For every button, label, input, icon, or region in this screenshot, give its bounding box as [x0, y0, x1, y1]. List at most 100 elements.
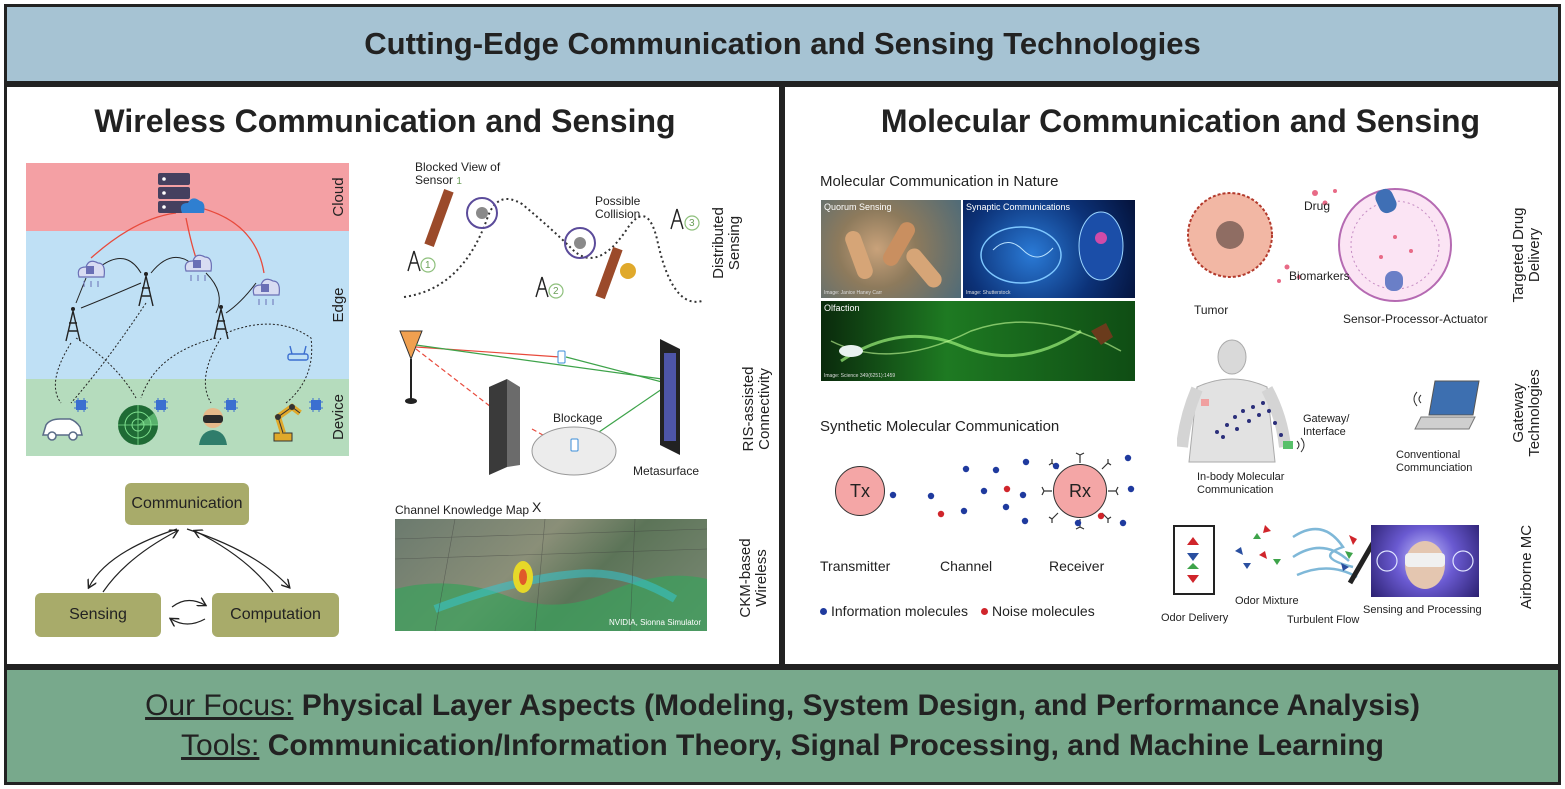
- cell-tower-icon: [65, 307, 81, 342]
- gateway-label: Gateway/ Interface: [1303, 413, 1350, 438]
- odor-mixture-label: Odor Mixture: [1235, 595, 1299, 607]
- odor-delivery-label: Odor Delivery: [1161, 612, 1229, 624]
- noise-molecules-legend: Noise molecules: [981, 603, 1095, 619]
- cell-tower-icon: [138, 272, 154, 307]
- chip-icon: [309, 398, 323, 412]
- channel-label: Channel: [940, 558, 993, 574]
- info-molecules-label: Information molecules: [831, 603, 968, 619]
- ckm-wireless-label: CKM-based Wireless: [737, 538, 770, 618]
- ris-drawing: [399, 330, 680, 476]
- edge-cloud-icon: [184, 254, 212, 281]
- drug-label: Drug: [1304, 199, 1331, 213]
- ckm-credit: NVIDIA, Sionna Simulator: [608, 618, 701, 627]
- server-icon: [158, 173, 205, 213]
- chip-icon: [154, 398, 168, 412]
- header-banner: Cutting-Edge Communication and Sensing T…: [4, 4, 1561, 84]
- vr-user-icon: [199, 408, 227, 445]
- edge-layer-label: Edge: [330, 287, 347, 323]
- laptop-icon: [1413, 380, 1480, 430]
- channel-knowledge-map-image: NVIDIA, Sionna Simulator: [395, 519, 707, 631]
- blockage-label: Blockage: [553, 411, 603, 425]
- edge-cloud-icon: [252, 278, 280, 305]
- distributed-sensing-label: Distributed Sensing: [710, 207, 743, 279]
- trajectory-path: [403, 189, 703, 303]
- synaptic-credit: Image: Shutterstock: [966, 290, 1011, 296]
- biomarkers-label: Biomarkers: [1289, 269, 1350, 283]
- synthetic-heading: Synthetic Molecular Communication: [820, 418, 1060, 435]
- distributed-sensing-diagram: 1 2 3: [392, 159, 722, 309]
- chip-icon: [224, 398, 238, 412]
- chip-icon: [74, 398, 88, 412]
- cloud-edge-device-diagram: Cloud Edge Device: [26, 163, 349, 456]
- synaptic-caption: Synaptic Communications: [966, 202, 1071, 212]
- router-icon: [287, 345, 309, 361]
- noise-dot: [981, 607, 988, 615]
- tools-line: Tools: Communication/Information Theory,…: [181, 729, 1384, 763]
- receiver-label: Receiver: [1049, 558, 1105, 574]
- ris-connectivity-label: RIS-assisted Connectivity: [740, 366, 773, 452]
- blockage-x-mark: X: [532, 499, 542, 515]
- focus-line: Our Focus: Physical Layer Aspects (Model…: [145, 689, 1420, 723]
- wireless-panel: Wireless Communication and Sensing: [4, 84, 782, 667]
- quorum-sensing-caption: Quorum Sensing: [824, 202, 892, 212]
- inbody-label: In-body Molecular Communication: [1197, 471, 1285, 496]
- metasurface-label: Metasurface: [633, 464, 700, 478]
- edge-cloud-icon: [77, 260, 105, 287]
- tower-1-number: 1: [425, 260, 431, 271]
- header-title: Cutting-Edge Communication and Sensing T…: [364, 26, 1201, 61]
- molecules-scatter: [889, 454, 1135, 527]
- blocked-view-number: 1: [456, 176, 462, 187]
- info-molecules-legend: Information molecules: [820, 603, 968, 619]
- cell-tower-icon: [213, 305, 229, 340]
- tower-2-number: 2: [553, 286, 559, 297]
- triangle-arrows: [7, 528, 347, 637]
- robot-arm-icon: [273, 403, 302, 442]
- tx-node: Tx: [835, 466, 885, 516]
- tower-3-number: 3: [689, 218, 695, 229]
- sensing-processing-label: Sensing and Processing: [1363, 604, 1482, 616]
- sensing-box: Sensing: [35, 593, 161, 637]
- tools-label: Tools:: [181, 729, 260, 762]
- vr-sensing-image: [1371, 525, 1479, 597]
- gateway-technologies-label: Gateway Technologies: [1510, 369, 1543, 457]
- car-icon: [41, 418, 83, 441]
- ris-diagram: X: [392, 327, 722, 514]
- info-dot: [820, 607, 827, 615]
- tools-text: Communication/Information Theory, Signal…: [259, 729, 1384, 762]
- focus-text: Physical Layer Aspects (Modeling, System…: [293, 689, 1420, 722]
- rx-node: Rx: [1053, 464, 1107, 518]
- device-layer-label: Device: [330, 394, 347, 440]
- blocked-view-label: Blocked View of Sensor 1: [415, 161, 515, 188]
- spa-label: Sensor-Processor-Actuator: [1343, 312, 1488, 326]
- olfaction-image: Olfaction Image: Science 349(6251):1459: [821, 301, 1135, 381]
- olfaction-credit: Image: Science 349(6251):1459: [824, 373, 896, 379]
- drug-delivery-drawing: [1187, 188, 1452, 302]
- possible-collision-label: Possible Collision: [595, 194, 641, 221]
- cloud-layer-label: Cloud: [330, 177, 347, 217]
- conventional-label: Conventional Communciation: [1396, 449, 1473, 474]
- quorum-credit: Image: Janice Haney Carr: [824, 290, 883, 296]
- nature-heading: Molecular Communication in Nature: [820, 173, 1059, 190]
- computation-box: Computation: [212, 593, 339, 637]
- footer-banner: Our Focus: Physical Layer Aspects (Model…: [4, 667, 1561, 785]
- radar-icon: [118, 405, 158, 445]
- synaptic-image: Synaptic Communications Image: Shutterst…: [963, 200, 1135, 298]
- turbulent-flow-label: Turbulent Flow: [1287, 614, 1360, 626]
- focus-label: Our Focus:: [145, 689, 294, 722]
- drug-delivery-label: Targeted Drug Delivery: [1510, 207, 1543, 303]
- human-body-drawing: [1177, 339, 1305, 463]
- molecular-panel: Molecular Communication and Sensing Mole…: [782, 84, 1561, 667]
- quorum-sensing-image: Quorum Sensing Image: Janice Haney Carr: [821, 200, 961, 298]
- noise-molecules-label: Noise molecules: [992, 603, 1095, 619]
- transmitter-label: Transmitter: [820, 558, 891, 574]
- odor-delivery-box: [1173, 525, 1215, 595]
- network-lines: [54, 207, 313, 404]
- molecular-title: Molecular Communication and Sensing: [880, 103, 1481, 139]
- olfaction-caption: Olfaction: [824, 303, 860, 313]
- blocked-view-text: Blocked View of Sensor: [415, 160, 501, 187]
- device-band: [26, 379, 349, 456]
- tumor-label: Tumor: [1194, 303, 1229, 317]
- communication-box: Communication: [125, 483, 249, 525]
- wireless-title: Wireless Communication and Sensing: [94, 103, 676, 139]
- airborne-mc-label: Airborne MC: [1518, 524, 1535, 610]
